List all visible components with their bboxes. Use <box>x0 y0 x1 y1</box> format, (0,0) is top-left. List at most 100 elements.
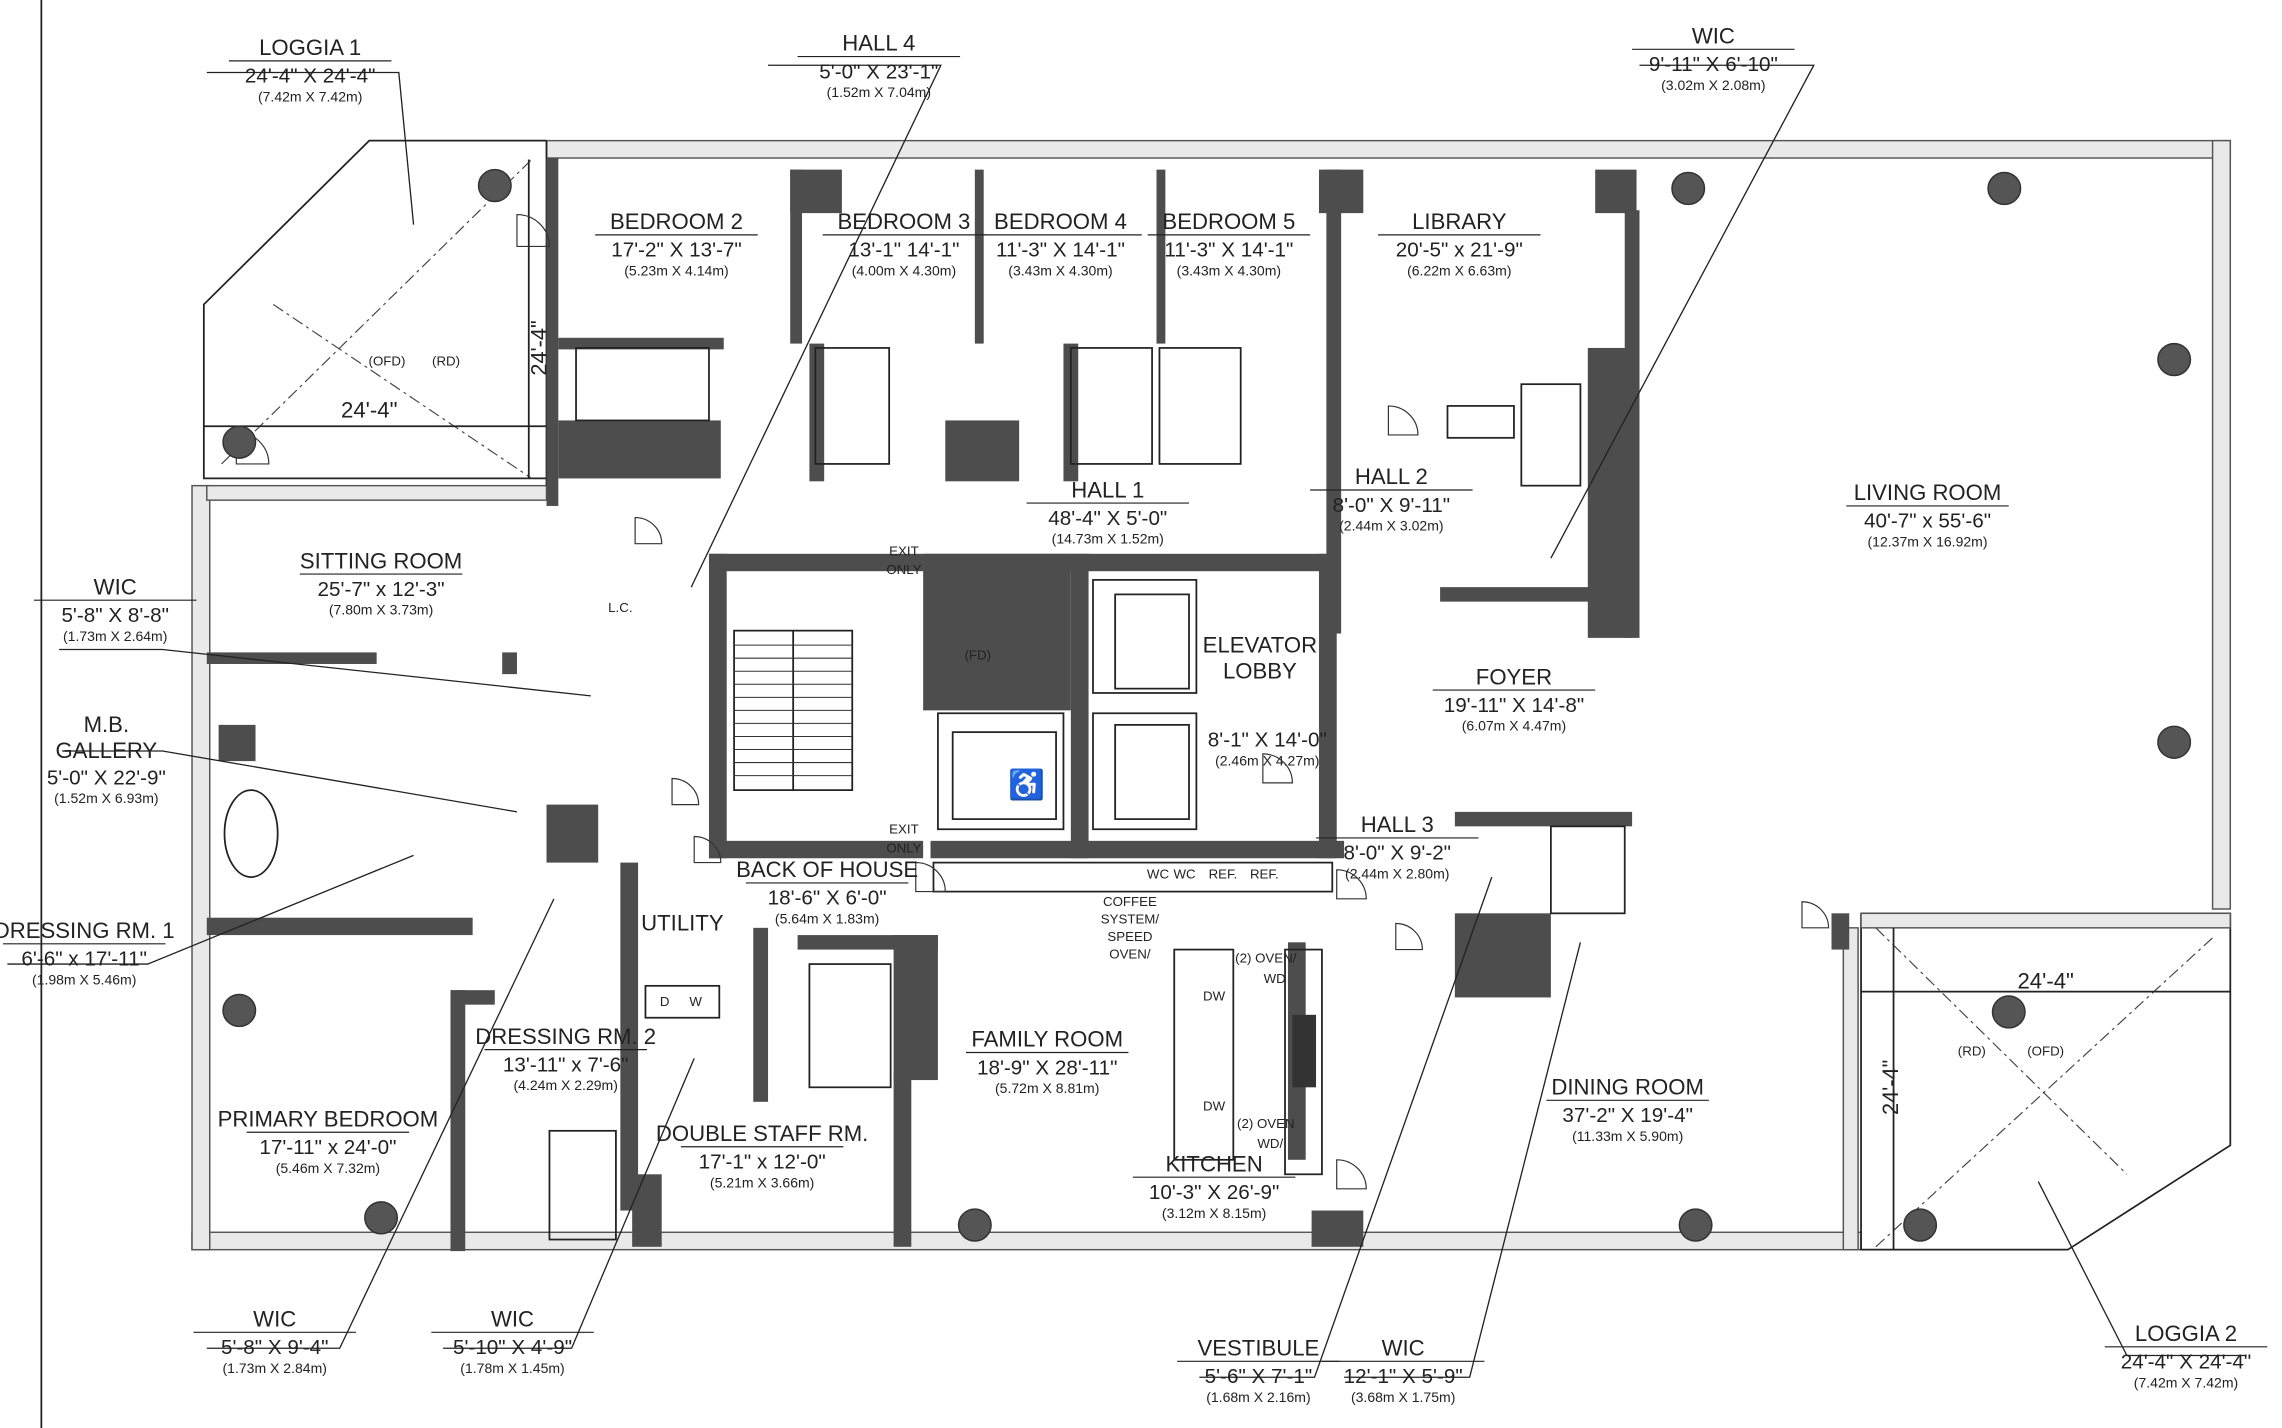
room-name: WIC <box>491 1307 534 1332</box>
room-metric: (14.73m X 1.52m) <box>1052 531 1164 547</box>
room-label-elevator-lobby-13: ELEVATORELEVATOR LOBBYLOBBY8'-1" X 14'-0… <box>1203 633 1327 769</box>
room-label-hall-1-8: HALL 148'-4" X 5'-0"(14.73m X 1.52m) <box>1026 477 1190 547</box>
plan-note: D <box>660 994 670 1009</box>
room-dims: 25'-7" x 12'-3" <box>318 578 445 601</box>
room-dims: 5'-0" X 22'-9" <box>47 766 166 789</box>
structural-column <box>1987 171 2022 206</box>
door-swing <box>1395 922 1423 951</box>
room-name: LOGGIA 2 <box>2135 1321 2237 1346</box>
room-dims: 8'-0" X 9'-11" <box>1333 494 1450 517</box>
room-label-vestibule-28: VESTIBULE 5'-6" X 7'-1"(1.68m X 2.16m) <box>1177 1336 1340 1405</box>
room-dims: 5'-8" X 8'-8" <box>61 604 169 627</box>
plan-note: ONLY <box>886 562 921 577</box>
door-swing <box>1336 1159 1367 1190</box>
room-metric: (6.07m X 4.47m) <box>1462 718 1566 734</box>
room-name: HALL 1 <box>1071 477 1144 502</box>
structural-column <box>1991 995 2026 1029</box>
room-name: VESTIBULE <box>1198 1336 1320 1361</box>
plan-note: OVEN/ <box>1109 946 1151 961</box>
room-name: WIC <box>1692 24 1735 49</box>
interior-walls <box>206 158 1850 1252</box>
room-metric: (1.52m X 7.04m) <box>827 84 931 100</box>
room-metric: (3.43m X 4.30m) <box>1177 263 1281 279</box>
plan-note: (OFD) <box>369 353 406 368</box>
accessible-icon: ♿ <box>1008 768 1045 802</box>
door-swing <box>671 777 700 806</box>
room-name: LIBRARY <box>1412 209 1507 234</box>
room-dims: 13'-11" x 7'-6" <box>503 1054 629 1077</box>
room-label-utility-19: UTILITY <box>641 911 724 936</box>
stair <box>733 629 854 791</box>
plan-note: (2) OVEN/ <box>1235 951 1297 966</box>
room-dims: 12'-1" X 5'-9" <box>1344 1365 1463 1388</box>
room-metric: (7.42m X 7.42m) <box>258 89 362 105</box>
room-name: WIC <box>1382 1336 1425 1361</box>
elevator-cabs: ♿ <box>937 579 1198 831</box>
room-name-line1: ELEVATOR <box>1203 633 1317 658</box>
room-dims: 5'-6" X 7'-1" <box>1205 1365 1313 1388</box>
plan-note: (RD) <box>432 353 460 368</box>
room-metric: (1.68m X 2.16m) <box>1206 1389 1310 1405</box>
room-label-bedroom-5-6: BEDROOM 511'-3" X 14'-1"(3.43m X 4.30m) <box>1147 209 1311 279</box>
room-name: WIC <box>253 1307 296 1332</box>
structural-column <box>2157 725 2192 759</box>
plan-note: WD <box>1264 971 1286 986</box>
room-label-hall-2-9: HALL 28'-0" X 9'-11"(2.44m X 3.02m) <box>1310 464 1473 534</box>
structural-column <box>222 993 257 1028</box>
door-swing <box>1801 901 1830 929</box>
bathroom-fixtures <box>223 347 1626 1241</box>
room-label-bedroom-3-4: BEDROOM 313'-1" 14'-1"(4.00m X 4.30m) <box>822 209 986 278</box>
room-name: WIC <box>94 575 137 600</box>
room-name: LOGGIA 1 <box>259 35 361 60</box>
plan-note: EXIT <box>889 822 919 837</box>
room-name: KITCHEN <box>1166 1152 1263 1177</box>
room-label-loggia-1-0: LOGGIA 124'-4" X 24'-4"(7.42m X 7.42m) <box>228 35 392 105</box>
room-dims: 17'-2" X 13'-7" <box>611 239 742 262</box>
room-label-double-staff-rm--24: DOUBLE STAFF RM.17'-1" x 12'-0"(5.21m X … <box>656 1121 868 1190</box>
room-dims: 18'-6" X 6'-0" <box>768 887 887 910</box>
room-dims: 5'-8" X 9'-4" <box>221 1336 329 1359</box>
room-dims: 8'-1" X 14'-0" <box>1208 729 1327 752</box>
room-name: DRESSING RM. 2 <box>475 1024 656 1049</box>
columns <box>222 168 2192 1242</box>
room-name-line1: M.B. <box>84 712 130 737</box>
plan-note: W <box>689 994 702 1009</box>
room-name: HALL 4 <box>842 31 915 56</box>
room-metric: (6.22m X 6.63m) <box>1407 263 1511 279</box>
plan-note: SYSTEM/ <box>1101 912 1160 927</box>
structural-column <box>222 425 257 459</box>
room-dims: 11'-3" X 14'-1" <box>996 239 1125 262</box>
room-dims: 20'-5" x 21'-9" <box>1396 239 1523 262</box>
room-name: UTILITY <box>641 911 724 936</box>
room-metric: (5.23m X 4.14m) <box>624 263 728 279</box>
plan-note: 24'-4" <box>526 320 551 375</box>
room-name-line2: LOBBY <box>1223 659 1297 684</box>
room-metric: (2.46m X 4.27m) <box>1215 753 1319 769</box>
room-dims: 18'-9" X 28'-11" <box>977 1056 1117 1079</box>
plan-note: (OFD) <box>2027 1044 2064 1059</box>
room-metric: (7.80m X 3.73m) <box>329 602 433 618</box>
door-swing <box>634 516 663 545</box>
structural-column <box>2157 342 2192 377</box>
plan-note: REF. <box>1209 867 1238 882</box>
plan-note: COFFEE <box>1103 894 1157 909</box>
door-swing <box>915 862 946 893</box>
structural-column <box>1671 171 1706 206</box>
room-metric: (5.21m X 3.66m) <box>710 1174 814 1190</box>
room-metric: (11.33m X 5.90m) <box>1572 1128 1683 1144</box>
room-dims: 8'-0" X 9'-2" <box>1343 842 1451 865</box>
structural-column <box>364 1201 399 1235</box>
leader-lines <box>7 64 2246 1378</box>
